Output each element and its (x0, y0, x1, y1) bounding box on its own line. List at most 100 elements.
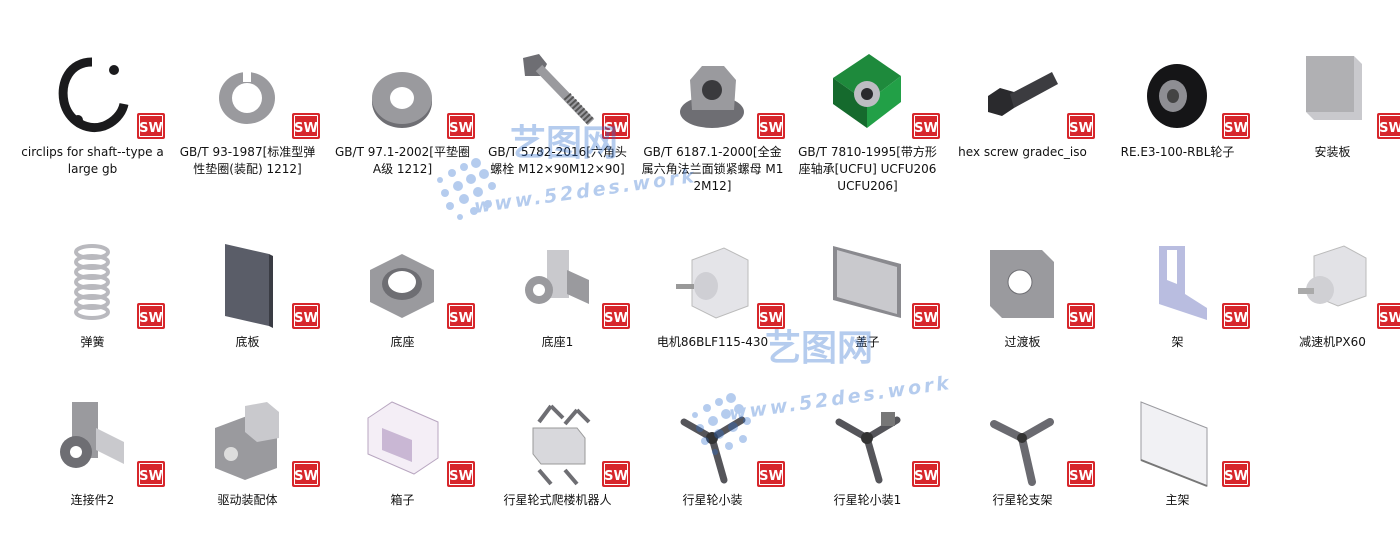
solidworks-badge-icon: SW (602, 303, 630, 329)
solidworks-badge-icon: SW (1222, 113, 1250, 139)
solidworks-badge-icon: SW (1067, 461, 1095, 487)
drive-assembly-icon (215, 402, 279, 480)
file-item[interactable]: SW 安装板 (1255, 50, 1400, 161)
file-item[interactable]: SW 驱动装配体 (170, 398, 325, 509)
solidworks-badge-icon: SW (292, 113, 320, 139)
solidworks-badge-icon: SW (292, 303, 320, 329)
file-name: 盖子 (855, 335, 880, 349)
svg-text:SW: SW (449, 311, 473, 326)
file-thumbnail: SW (945, 398, 1100, 488)
connector-part-icon (60, 402, 124, 468)
svg-text:SW: SW (914, 311, 938, 326)
file-item[interactable]: SW 过渡板 (945, 240, 1100, 351)
file-item[interactable]: SW hex screw gradec_iso (945, 50, 1100, 161)
svg-text:SW: SW (759, 469, 783, 484)
file-item[interactable]: SW 行星轮式爬楼机器人 (480, 398, 635, 509)
file-item[interactable]: SW 行星轮小装1 (790, 398, 945, 509)
robot-assembly-icon (532, 404, 591, 486)
file-item[interactable]: SW GB/T 97.1-2002[平垫圈 A级 1212] (325, 50, 480, 178)
file-item[interactable]: SW circlips for shaft--type a large gb (15, 50, 170, 178)
solidworks-badge-icon: SW (757, 303, 785, 329)
file-item[interactable]: SW GB/T 7810-1995[带方形座轴承[UCFU] UCFU206UC… (790, 50, 945, 195)
file-thumbnail: SW (480, 50, 635, 140)
file-item[interactable]: SW 架 (1100, 240, 1255, 351)
file-item[interactable]: SW 盖子 (790, 240, 945, 351)
file-item[interactable]: SW 连接件2 (15, 398, 170, 509)
file-item[interactable]: SW 弹簧 (15, 240, 170, 351)
file-thumbnail: SW (790, 240, 945, 330)
file-thumbnail: SW (325, 398, 480, 488)
solidworks-badge-icon: SW (757, 461, 785, 487)
svg-text:SW: SW (449, 121, 473, 136)
svg-text:SW: SW (1224, 121, 1248, 136)
file-thumbnail: SW (480, 398, 635, 488)
file-item[interactable]: SW 箱子 (325, 398, 480, 509)
file-name: 行星轮小装 (682, 493, 743, 507)
file-thumbnail: SW (480, 240, 635, 330)
svg-text:SW: SW (139, 121, 163, 136)
solidworks-badge-icon: SW (1067, 303, 1095, 329)
solidworks-badge-icon: SW (137, 303, 165, 329)
mounting-plate-part-icon (1306, 56, 1362, 120)
solidworks-badge-icon: SW (1222, 303, 1250, 329)
file-name: GB/T 5782-2016[六角头螺栓 M12×90M12×90] (488, 145, 627, 176)
file-item[interactable]: SW 主架 (1100, 398, 1255, 509)
solidworks-badge-icon: SW (447, 461, 475, 487)
flat-washer-part-icon (372, 72, 432, 128)
solidworks-badge-icon: SW (447, 113, 475, 139)
file-name: 架 (1171, 335, 1184, 349)
file-thumbnail: SW (1100, 50, 1255, 140)
file-thumbnail: SW (945, 50, 1100, 140)
file-item[interactable]: SW 行星轮小装 (635, 398, 790, 509)
solidworks-badge-icon: SW (1067, 113, 1095, 139)
file-name: 减速机PX60 (1299, 335, 1366, 349)
svg-text:SW: SW (604, 469, 628, 484)
bearing-part-icon (833, 54, 901, 128)
reducer-part-icon (1298, 245, 1367, 307)
solidworks-badge-icon: SW (1222, 461, 1250, 487)
file-item[interactable]: SW RE.E3-100-RBL轮子 (1100, 50, 1255, 161)
file-item[interactable]: SW GB/T 5782-2016[六角头螺栓 M12×90M12×90] (480, 50, 635, 178)
file-item[interactable]: SW 底座 (325, 240, 480, 351)
file-item[interactable]: SW 减速机PX60 (1255, 240, 1400, 351)
file-name: 箱子 (390, 493, 415, 507)
file-item[interactable]: SW 底板 (170, 240, 325, 351)
cover-part-icon (833, 246, 901, 318)
planet-wheel1-part-icon (835, 412, 901, 484)
svg-text:SW: SW (1069, 121, 1093, 136)
file-name: circlips for shaft--type a large gb (21, 145, 164, 176)
svg-text:SW: SW (294, 469, 318, 484)
svg-text:SW: SW (759, 121, 783, 136)
file-item[interactable]: SW 行星轮支架 (945, 398, 1100, 509)
svg-text:SW: SW (914, 121, 938, 136)
svg-text:SW: SW (139, 469, 163, 484)
file-name: 行星轮小装1 (833, 493, 902, 507)
file-thumbnail: SW (325, 240, 480, 330)
file-name: 底座 (390, 335, 415, 349)
file-item[interactable]: SW 底座1 (480, 240, 635, 351)
file-item[interactable]: SW GB/T 93-1987[标准型弹性垫圈(装配) 1212] (170, 50, 325, 178)
solidworks-badge-icon: SW (1377, 113, 1400, 139)
file-name: 行星轮支架 (992, 493, 1053, 507)
file-item[interactable]: SW 电机86BLF115-430 (635, 240, 790, 351)
file-name: GB/T 7810-1995[带方形座轴承[UCFU] UCFU206UCFU2… (798, 145, 937, 193)
file-name: GB/T 93-1987[标准型弹性垫圈(装配) 1212] (179, 145, 316, 176)
svg-text:SW: SW (294, 311, 318, 326)
file-name: hex screw gradec_iso (958, 145, 1087, 159)
svg-text:SW: SW (1379, 121, 1400, 136)
file-thumbnail: SW (1100, 398, 1255, 488)
box-part-icon (367, 401, 439, 475)
file-name: 连接件2 (70, 493, 115, 507)
solidworks-badge-icon: SW (137, 113, 165, 139)
flange-nut-part-icon (680, 66, 744, 128)
file-item[interactable]: SW GB/T 6187.1-2000[全金属六角法兰面锁紧螺母 M12M12] (635, 50, 790, 195)
solidworks-badge-icon: SW (447, 303, 475, 329)
base-part-icon (370, 254, 434, 318)
file-name: 底座1 (541, 335, 574, 349)
file-name: 底板 (235, 335, 260, 349)
file-thumbnail: SW (790, 50, 945, 140)
file-thumbnail: SW (15, 240, 170, 330)
svg-text:SW: SW (1379, 311, 1400, 326)
base1-part-icon (525, 250, 589, 304)
